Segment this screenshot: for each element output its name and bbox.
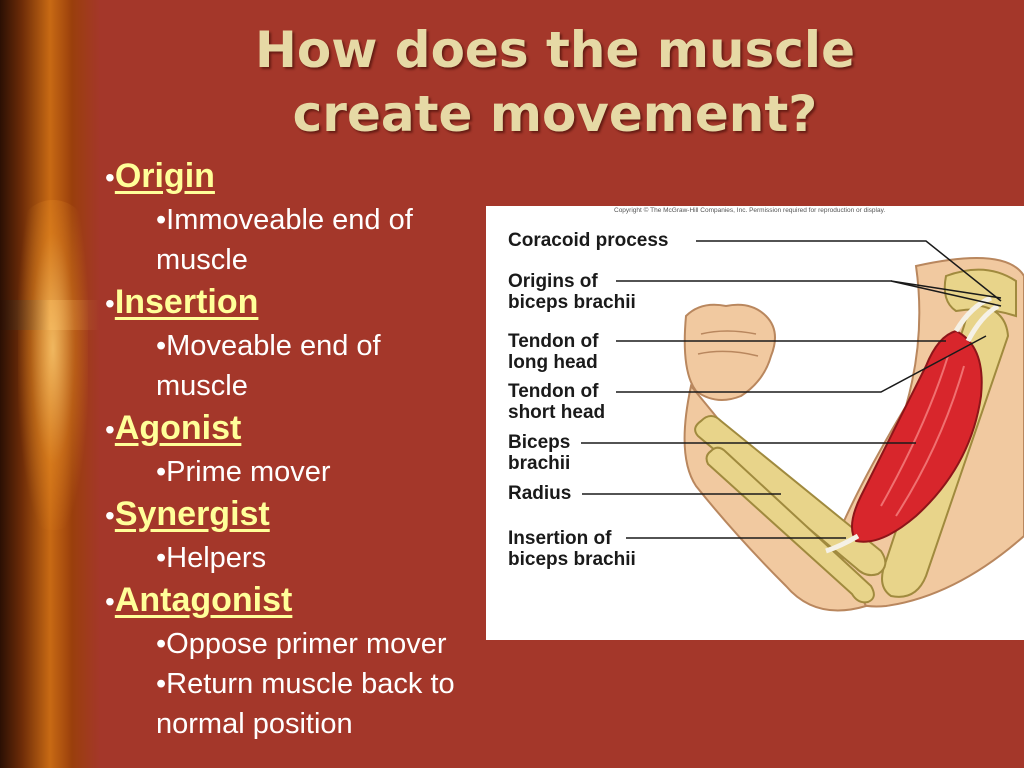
- label-line: Coracoid process: [508, 230, 669, 251]
- term-label: Agonist: [114, 409, 242, 447]
- label-line: Biceps: [508, 432, 571, 453]
- sub-item: •Moveable end of: [156, 330, 381, 362]
- bullet-list: •Origin •Immoveable end of muscle •Inser…: [105, 154, 525, 744]
- label-radius: Radius: [508, 483, 571, 504]
- label-line: short head: [508, 402, 606, 423]
- label-line: brachii: [508, 453, 571, 474]
- label-line: Tendon of: [508, 331, 599, 352]
- title-line-1: How does the muscle: [255, 21, 855, 79]
- label-line: Origins of: [508, 271, 598, 292]
- term-insertion: •Insertion: [105, 280, 525, 326]
- bullet-dot: •: [105, 414, 115, 445]
- sub-item: •Helpers: [156, 542, 267, 574]
- sub-item: •Prime mover: [156, 456, 331, 488]
- label-line: Insertion of: [508, 528, 612, 549]
- term-label: Origin: [114, 157, 215, 195]
- label-line: biceps brachii: [508, 292, 636, 313]
- label-line: biceps brachii: [508, 549, 636, 570]
- term-antagonist: •Antagonist: [105, 578, 525, 624]
- term-label: Insertion: [114, 283, 259, 321]
- term-label: Synergist: [114, 495, 270, 533]
- bullet-dot: •: [105, 500, 115, 531]
- label-line: Tendon of: [508, 381, 599, 402]
- term-agonist: •Agonist: [105, 406, 525, 452]
- bullet-dot: •: [105, 586, 115, 617]
- bullet-dot: •: [105, 288, 115, 319]
- title-line-2: create movement?: [292, 85, 818, 143]
- copyright-notice: Copyright © The McGraw-Hill Companies, I…: [614, 207, 886, 214]
- biceps-tendon: [825, 295, 1000, 554]
- sub-item: muscle: [156, 370, 248, 402]
- slide-title: How does the muscle create movement?: [160, 18, 950, 146]
- sub-item: •Return muscle back to: [156, 668, 455, 700]
- sub-item: muscle: [156, 244, 248, 276]
- decorative-glass-strip: [0, 0, 100, 768]
- sub-item: •Oppose primer mover: [156, 628, 447, 660]
- bullet-dot: •: [105, 162, 115, 193]
- label-line: long head: [508, 352, 598, 373]
- ulna-bone: [705, 446, 875, 604]
- term-synergist: •Synergist: [105, 492, 525, 538]
- label-coracoid-process: Coracoid process: [508, 230, 669, 251]
- arm-illustration: [581, 240, 1024, 612]
- term-origin: •Origin: [105, 154, 525, 200]
- term-label: Antagonist: [114, 581, 293, 619]
- sub-item: •Immoveable end of: [156, 204, 413, 236]
- sub-item: normal position: [156, 708, 353, 740]
- radius-bone: [694, 415, 887, 577]
- leader-lines: [581, 240, 1002, 539]
- biceps-anatomy-figure: Copyright © The McGraw-Hill Companies, I…: [486, 206, 1024, 640]
- label-line: Radius: [508, 483, 572, 504]
